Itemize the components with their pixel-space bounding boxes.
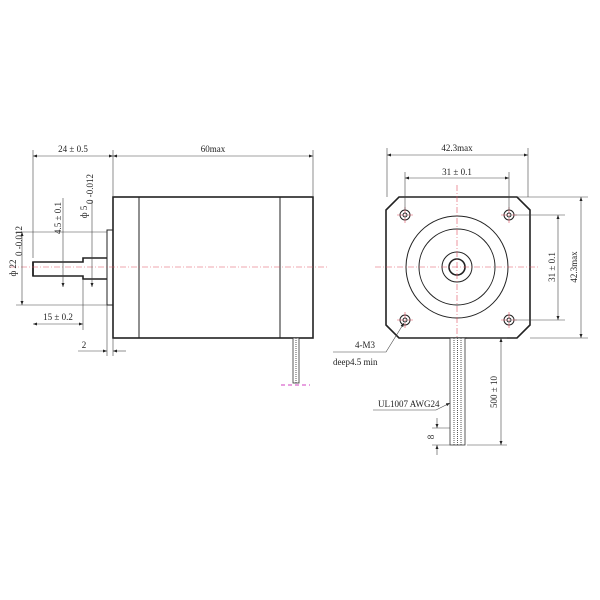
flange-tolerance-label: 0 -0.012 — [14, 226, 24, 256]
body-width-label: 42.3max — [441, 143, 473, 153]
body-length-label: 60max — [201, 144, 226, 154]
wire-length-label: 500 ± 10 — [489, 376, 499, 408]
strip-length-label: 8 — [426, 434, 436, 439]
flange-diameter-label: ф 22 — [8, 259, 18, 276]
wire-spec-label: UL1007 AWG24 — [378, 399, 440, 409]
mounting-holes — [397, 207, 517, 328]
shaft-diameter-label: ф 5 — [79, 205, 89, 218]
flat-depth-label: 4.5 ± 0.1 — [53, 202, 63, 234]
shaft — [32, 257, 107, 280]
front-view: 42.3max 31 ± 0.1 31 ± 0.1 42.3max 4-M3 d… — [333, 143, 588, 455]
hole-spacing-h-label: 31 ± 0.1 — [442, 167, 472, 177]
flange — [106, 229, 114, 306]
side-wires — [292, 337, 300, 384]
hole-spacing-v-label: 31 ± 0.1 — [547, 252, 557, 282]
flange-thickness-label: 2 — [82, 340, 87, 350]
side-view: 24 ± 0.5 60max ф 22 0 -0.012 4.5 ± 0.1 ф… — [8, 144, 328, 386]
body-height-label: 42.3max — [569, 251, 579, 283]
front-plate — [385, 196, 531, 339]
motor-body — [112, 196, 314, 339]
flat-length-label: 15 ± 0.2 — [43, 312, 73, 322]
front-wires — [449, 337, 466, 446]
shaft-length-label: 24 ± 0.5 — [58, 144, 88, 154]
hole-depth-label: deep4.5 min — [333, 357, 378, 367]
shaft-tolerance-label: 0 -0.012 — [85, 174, 95, 204]
hole-spec-label: 4-M3 — [355, 340, 375, 350]
